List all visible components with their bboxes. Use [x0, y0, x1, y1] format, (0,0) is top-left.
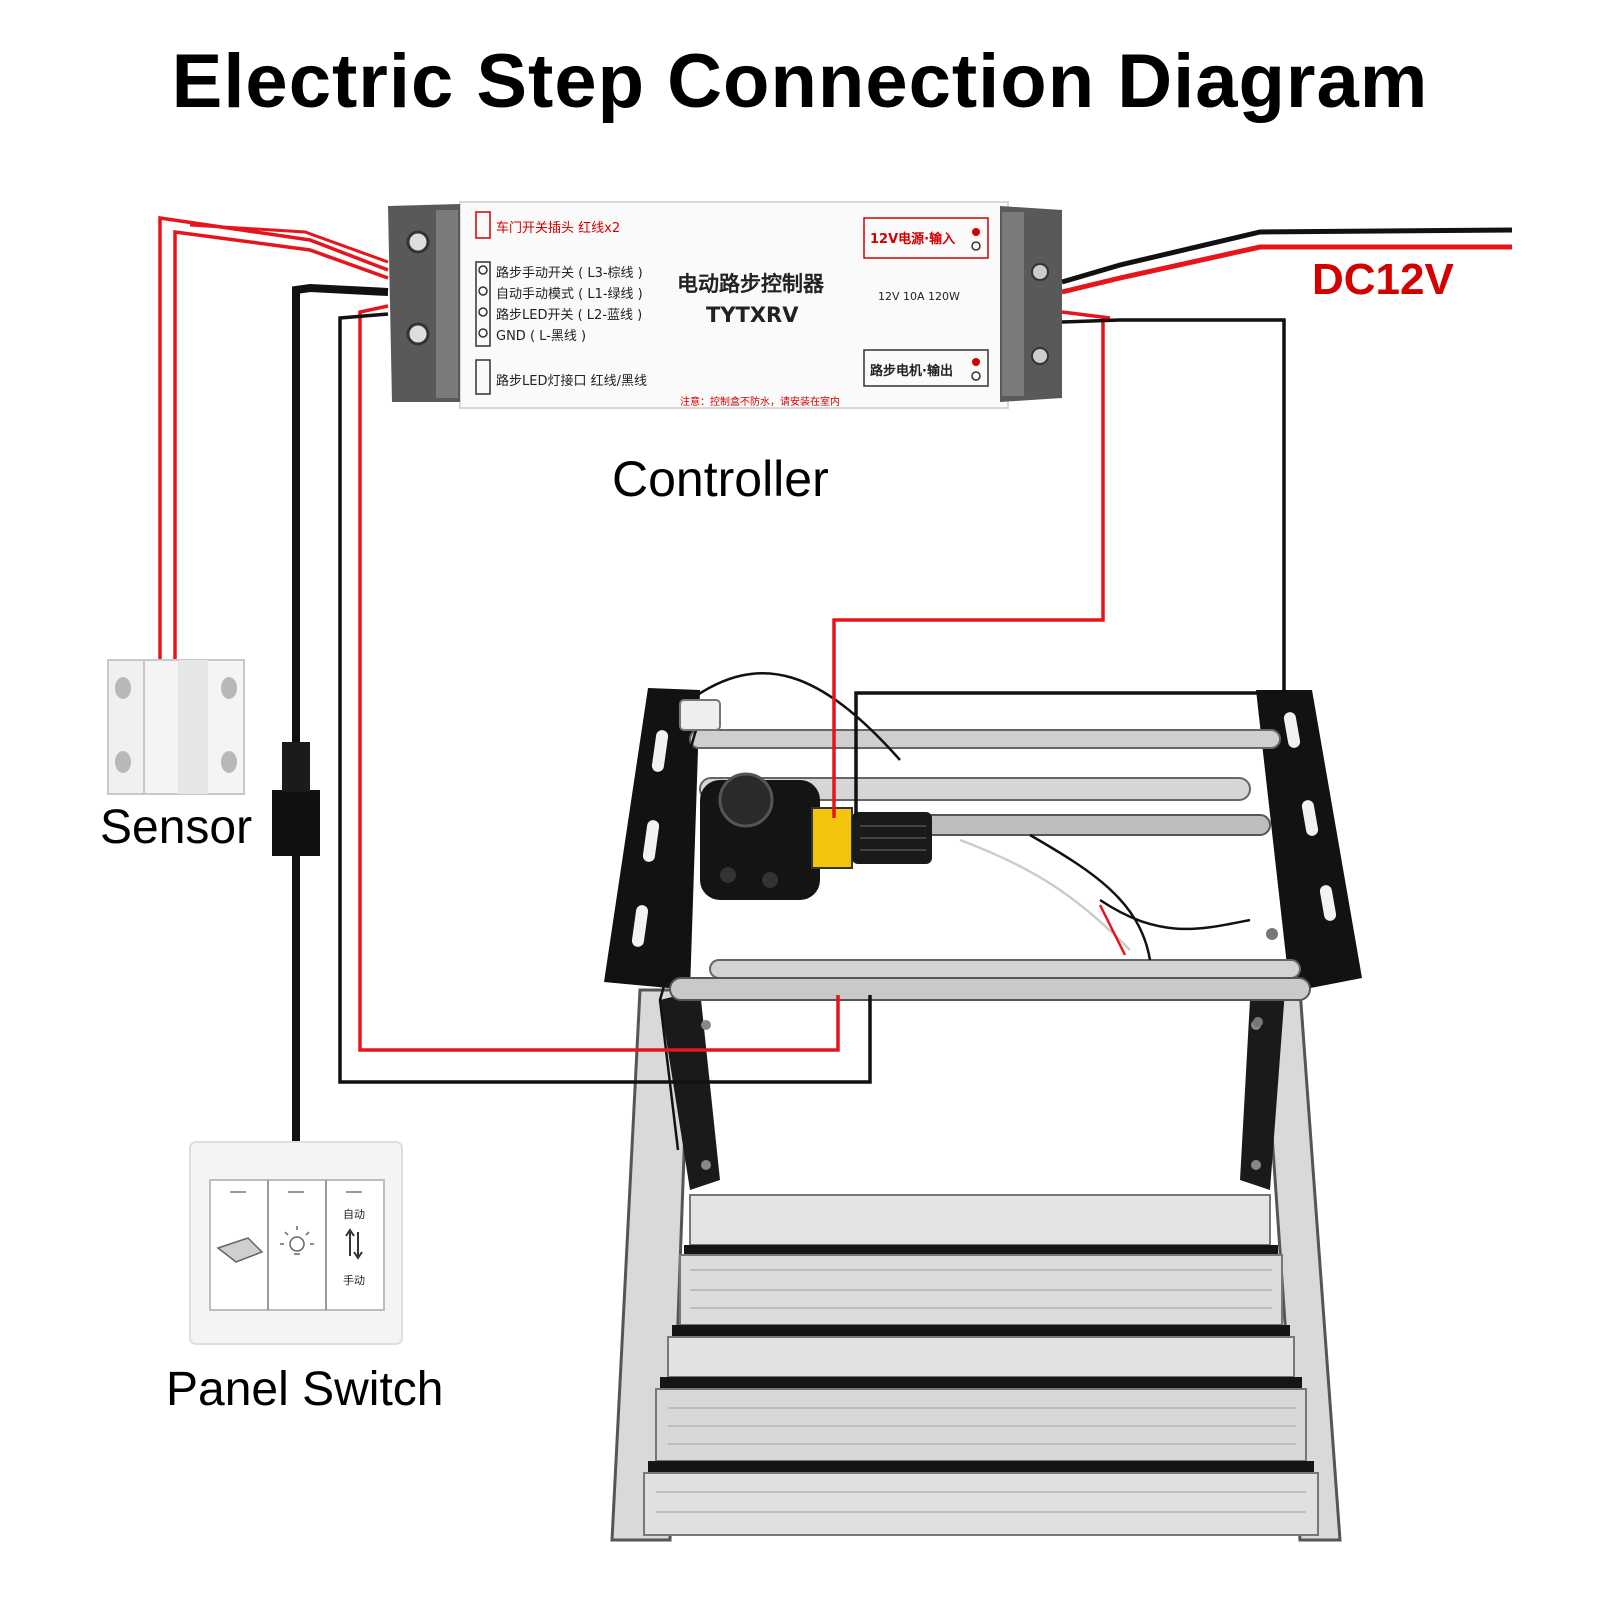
up-down-arrows-icon [345, 1228, 363, 1260]
controller-top-label: 车门开关插头 红线x2 [496, 221, 621, 236]
controller-rating: 12V 10A 120W [878, 290, 960, 303]
motor-loose-wires [658, 671, 1251, 1151]
wiring [158, 215, 1513, 1142]
led-black-wire [338, 312, 872, 1084]
sensor-label: Sensor [100, 801, 253, 854]
step-motor [700, 772, 932, 900]
controller-port-2: 自动手动模式 ( L1-绿线 ) [496, 287, 643, 302]
sensor-red-wire-2 [173, 230, 389, 660]
controller-output-label: 路步电机·输出 [870, 364, 953, 379]
controller-port-4: GND ( L-黑线 ) [496, 329, 587, 344]
controller-port-3: 路步LED开关 ( L2-蓝线 ) [496, 308, 643, 323]
step-treads [643, 1194, 1319, 1536]
switch-auto-label: 自动 [343, 1208, 365, 1221]
cable-connector [272, 790, 320, 856]
controller-model: TYTXRV [706, 303, 799, 327]
motor-black-wire [854, 318, 1286, 818]
panel-switch-label: Panel Switch [166, 1363, 444, 1416]
panel-switch-cable [292, 283, 389, 1142]
panel-switch [189, 1141, 403, 1345]
page-title: Electric Step Connection Diagram [171, 39, 1429, 124]
controller-input-label: 12V电源·输入 [870, 232, 956, 247]
dc-input-red-wire [1061, 244, 1512, 295]
step-icon [216, 1237, 264, 1263]
controller-led-label: 路步LED灯接口 红线/黑线 [496, 374, 647, 389]
controller-name: 电动路步控制器 [677, 272, 824, 296]
controller-port-1: 路步手动开关 ( L3-棕线 ) [496, 266, 643, 281]
electric-step-assembly [604, 671, 1362, 1542]
motor-red-wire [832, 310, 1111, 818]
door-sensor [107, 659, 245, 795]
light-bulb-icon [280, 1226, 314, 1255]
switch-manual-label: 手动 [343, 1274, 365, 1287]
led-red-wire [358, 304, 840, 1052]
controller-warning: 注意：控制盒不防水，请安装在室内 [680, 397, 840, 408]
dc-input-black-wire [1061, 227, 1513, 285]
sensor-red-wire-1 [158, 215, 389, 660]
controller-box [388, 201, 1062, 409]
controller-label: Controller [612, 451, 829, 507]
dc12v-label: DC12V [1312, 255, 1454, 304]
